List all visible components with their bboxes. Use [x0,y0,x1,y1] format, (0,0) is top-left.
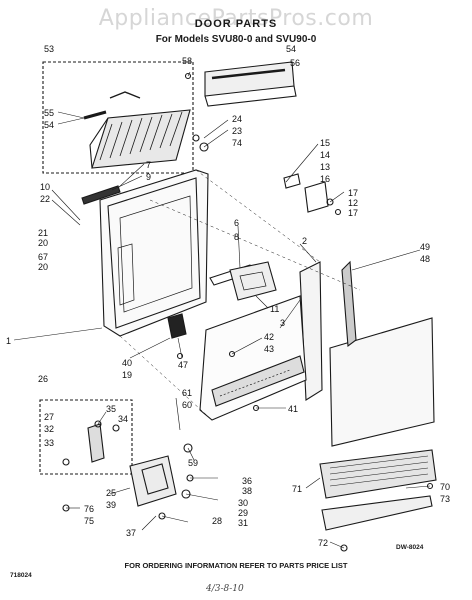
hinge-group-box [39,399,133,475]
callout-31: 31 [238,518,248,528]
callout-14: 14 [320,150,330,160]
diagram-code: DW-8024 [396,544,424,551]
callout-21: 21 [38,228,48,238]
callout-61: 61 [182,388,192,398]
callout-59: 59 [188,458,198,468]
callout-75: 75 [84,516,94,526]
callout-23: 23 [232,126,242,136]
callout-17b: 17 [348,208,358,218]
callout-39: 39 [106,500,116,510]
callout-7: 7 [146,160,151,170]
callout-72: 72 [318,538,328,548]
callout-37: 37 [126,528,136,538]
callout-73: 73 [440,494,450,504]
callout-33: 33 [44,438,54,448]
callout-38: 38 [242,486,252,496]
callout-71: 71 [292,484,302,494]
callout-40: 40 [122,358,132,368]
callout-58: 58 [182,56,192,66]
watermark: AppliancePartsPros.com [98,6,374,31]
callout-34: 34 [118,414,128,424]
callout-36: 36 [242,476,252,486]
callout-60: 60 [182,400,192,410]
figure-code: 718024 [10,572,32,579]
callout-35: 35 [106,404,116,414]
inner-liner-panel [329,317,435,447]
vent-louver [321,495,433,531]
ordering-note: FOR ORDERING INFORMATION REFER TO PARTS … [124,561,348,570]
callout-32: 32 [44,424,54,434]
callout-6: 6 [234,218,239,228]
callout-43: 43 [264,344,274,354]
callout-17: 17 [348,188,358,198]
vent-grille [91,109,191,169]
callout-47: 47 [178,360,188,370]
callout-15: 15 [320,138,330,148]
latch-assembly [304,181,329,213]
door-outer-panel [99,169,209,337]
callout-54: 54 [286,44,296,54]
callout-53: 53 [44,44,54,54]
dispenser-cup [129,455,177,507]
callout-29: 29 [238,508,248,518]
callout-28: 28 [212,516,222,526]
callout-20: 20 [38,238,48,248]
callout-49: 49 [420,242,430,252]
callout-26: 26 [38,374,48,384]
callout-74: 74 [232,138,242,148]
callout-16: 16 [320,174,330,184]
callout-20b: 20 [38,262,48,272]
callout-12: 12 [348,198,358,208]
callout-67: 67 [38,252,48,262]
handwritten-note: 4/3-8-10 [206,584,244,594]
callout-76: 76 [84,504,94,514]
callout-30: 30 [238,498,248,508]
callout-22: 22 [40,194,50,204]
callout-25: 25 [106,488,116,498]
door-handle [81,185,121,205]
callout-48: 48 [420,254,430,264]
diagram-title: DOOR PARTS [194,18,278,30]
callout-55: 55 [44,108,54,118]
callout-11: 11 [270,304,279,314]
callout-27: 27 [44,412,54,422]
diagram-subtitle: For Models SVU80-0 and SVU90-0 [155,34,317,45]
top-trim-strip [204,61,295,97]
callout-3: 3 [280,318,285,328]
vent-group-box [42,61,194,174]
callout-19: 19 [122,370,132,380]
callout-56: 56 [290,58,300,68]
callout-1: 1 [6,336,11,346]
callout-41: 41 [288,404,298,414]
callout-10: 10 [40,182,50,192]
callout-54b: 54 [44,120,54,130]
callout-24: 24 [232,114,242,124]
callout-70: 70 [440,482,450,492]
callout-8: 8 [234,232,239,242]
callout-42: 42 [264,332,274,342]
callout-2: 2 [302,236,307,246]
callout-9: 9 [146,172,151,182]
callout-13: 13 [320,162,330,172]
